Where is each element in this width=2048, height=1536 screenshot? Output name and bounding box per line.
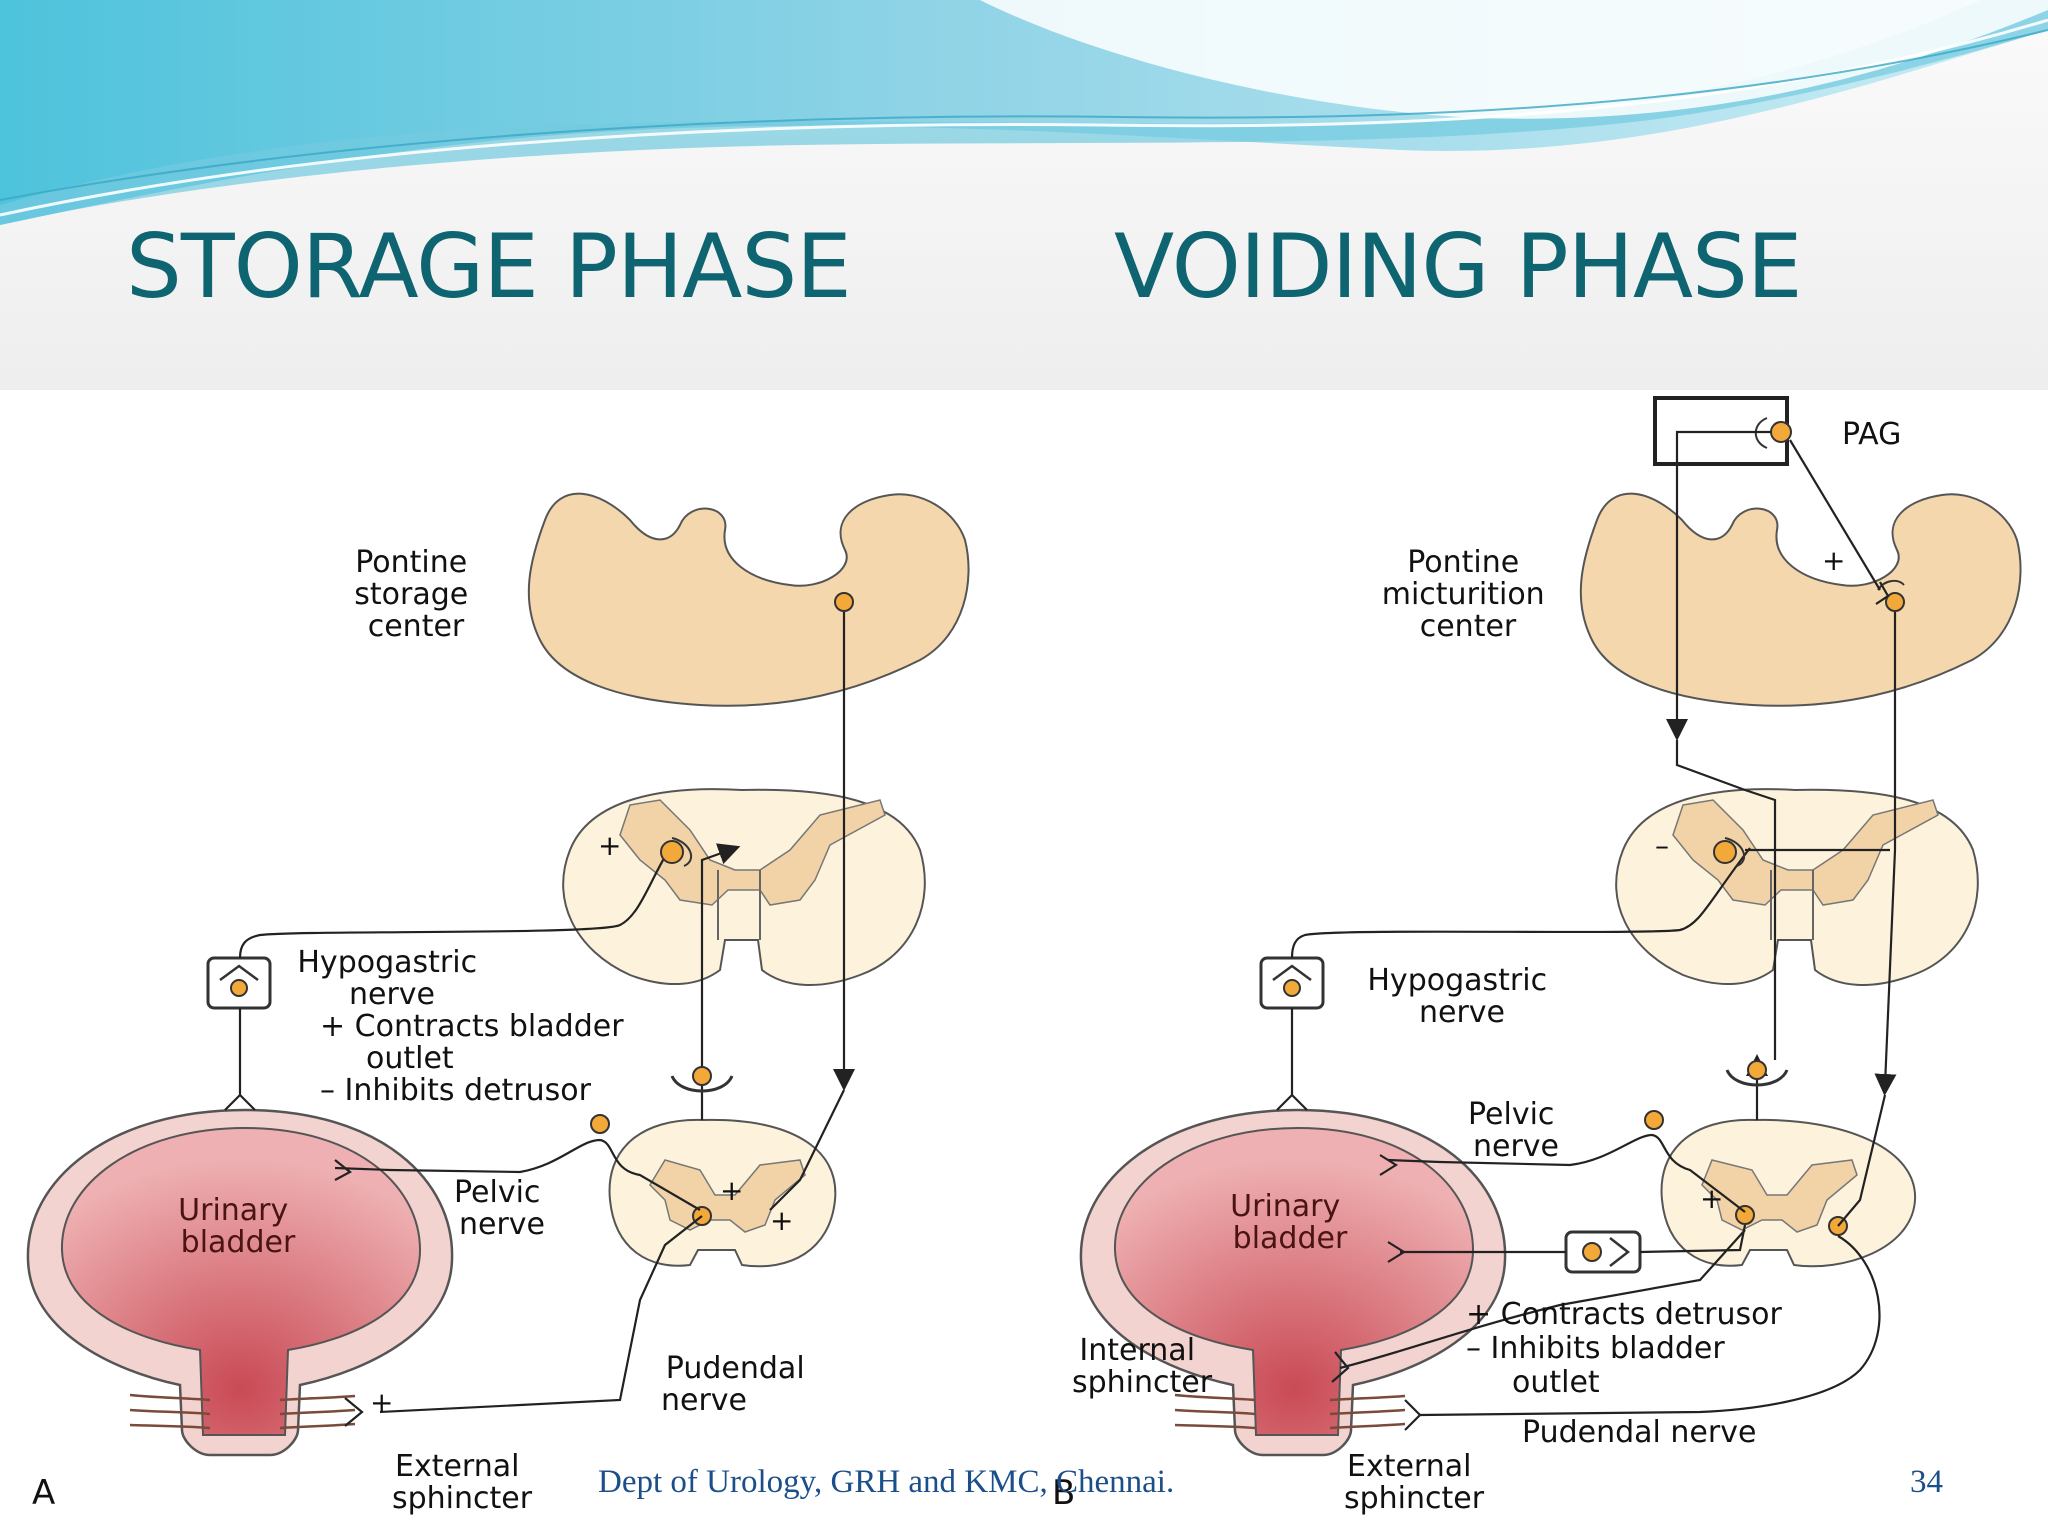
external-sphincter-label-b: External sphincter [1344, 1449, 1485, 1516]
sign-plus-pelvic-b: + [1700, 1182, 1723, 1215]
sign-plus-pons-b: + [1822, 544, 1845, 577]
urinary-bladder-b [1079, 1108, 1507, 1457]
bladder-label-a: Urinary bladder [178, 1193, 298, 1260]
nerve-pathways-b [1276, 430, 1897, 1431]
storage-phase-title: STORAGE PHASE [126, 215, 852, 318]
panel-label-b: B [1052, 1473, 1075, 1513]
pelvic-nerve-label-a: Pelvic nerve [454, 1175, 550, 1242]
spinal-cord-lower-a [608, 1118, 837, 1268]
pontine-micturition-label: Pontine micturition center [1382, 545, 1555, 644]
nerve-pathways-a [224, 612, 855, 1427]
pelvic-nerve-label-b: Pelvic nerve [1468, 1097, 1564, 1164]
pag-label: PAG [1842, 417, 1901, 452]
sign-plus-sphincter-a: + [370, 1386, 393, 1419]
pudendal-nerve-label-a: Pudendal nerve [661, 1351, 814, 1418]
voiding-effects-label: + Contracts detrusor – Inhibits bladder … [1466, 1297, 1791, 1400]
panel-b-voiding: PAG Pontine micturition center Hypogastr… [1052, 396, 2022, 1516]
panel-a-storage: Pontine storage center Hypogastric nerve… [26, 492, 970, 1516]
pudendal-nerve-label-b: Pudendal nerve [1522, 1415, 1756, 1450]
hypogastric-nerve-label-a: Hypogastric nerve [297, 945, 486, 1012]
urinary-bladder-a [26, 1108, 454, 1457]
sign-plus-pelvic-a: + [720, 1174, 743, 1207]
panel-label-a: A [32, 1473, 55, 1513]
footer-department: Dept of Urology, GRH and KMC, Chennai. [598, 1464, 1175, 1500]
storage-effects-label: + Contracts bladder outlet – Inhibits de… [320, 1009, 633, 1108]
micturition-diagram: Pontine storage center Hypogastric nerve… [26, 396, 2022, 1516]
sign-plus-pudendal-a: + [770, 1204, 793, 1237]
spinal-cord-upper-b [1615, 788, 1979, 987]
bladder-label-b: Urinary bladder [1230, 1189, 1350, 1256]
external-sphincter-label-a: External sphincter [392, 1449, 533, 1516]
sign-minus-cord-b: – [1655, 829, 1669, 862]
page-number: 34 [1910, 1464, 1943, 1500]
header-wave-decoration [0, 0, 2048, 390]
sign-plus-cord-a: + [598, 829, 621, 862]
pons-a [527, 492, 970, 707]
hypogastric-nerve-label-b: Hypogastric nerve [1367, 963, 1556, 1030]
pons-b [1579, 492, 2022, 707]
internal-sphincter-label: Internal sphincter [1072, 1333, 1213, 1400]
voiding-phase-title: VOIDING PHASE [1114, 215, 1802, 318]
spinal-cord-upper-a [562, 788, 926, 987]
spinal-cord-lower-b [1660, 1118, 1917, 1268]
pontine-neuron-a [834, 592, 854, 612]
pontine-storage-label: Pontine storage center [354, 545, 478, 644]
